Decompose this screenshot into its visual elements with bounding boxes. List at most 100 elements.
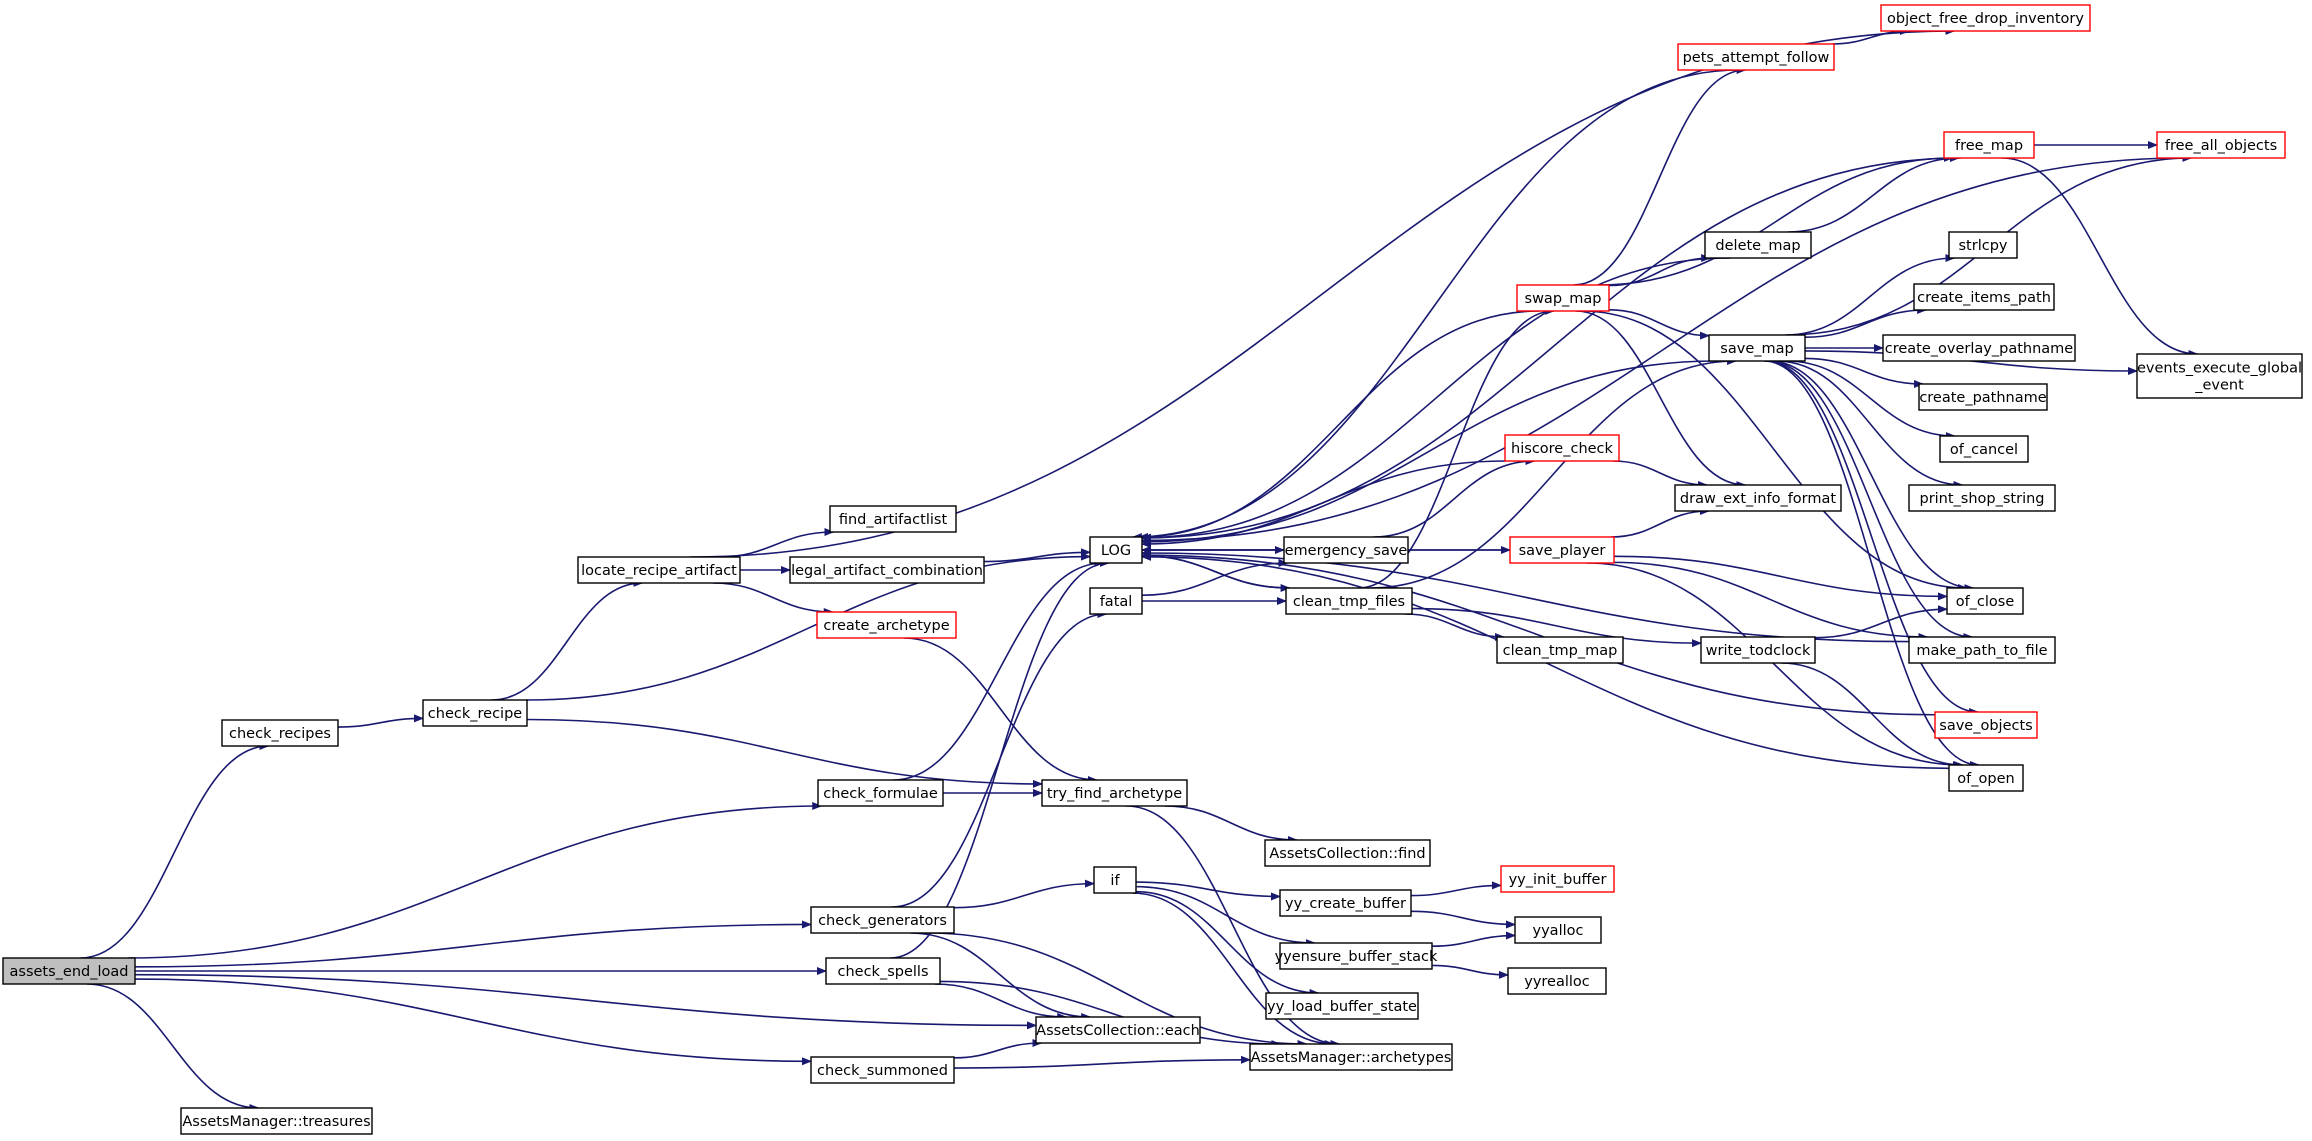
edge-check_spells-to-AssetsCollection_each [934, 983, 1068, 1021]
node-log[interactable]: LOG [1089, 536, 1143, 564]
node-strlcpy[interactable]: strlcpy [1948, 231, 2018, 259]
node-box [1908, 484, 2056, 512]
node-of-open[interactable]: of_open [1948, 764, 2024, 792]
node-hiscore-check[interactable]: hiscore_check [1504, 434, 1620, 462]
node-assetscollection-find[interactable]: AssetsCollection::find [1264, 839, 1431, 867]
node-events-execute-global-event[interactable]: events_execute_global_event [2136, 353, 2303, 399]
node-legal-artifact-combination[interactable]: legal_artifact_combination [789, 556, 985, 584]
node-fatal[interactable]: fatal [1089, 587, 1143, 615]
node-box [1507, 967, 1607, 995]
node-box [1948, 764, 2024, 792]
edge-check_formulae-to-LOG [893, 559, 1105, 781]
node-box [1708, 334, 1806, 362]
node-yyrealloc[interactable]: yyrealloc [1507, 967, 1607, 995]
edge-check_generators-to-if [953, 879, 1095, 909]
node-yy-create-buffer[interactable]: yy_create_buffer [1279, 889, 1412, 917]
node-assetsmanager-treasures[interactable]: AssetsManager::treasures [180, 1107, 373, 1135]
edge-free_map-to-events_execute_global_event [2001, 157, 2199, 358]
node-of-close[interactable]: of_close [1946, 587, 2024, 615]
node-check-summoned[interactable]: check_summoned [810, 1056, 955, 1084]
node-check-spells[interactable]: check_spells [825, 957, 941, 985]
edge-if-to-yyensure_buffer_stack [1135, 885, 1316, 947]
node-save-objects[interactable]: save_objects [1934, 711, 2038, 739]
edge-delete_map-to-LOG [1141, 257, 1731, 542]
node-box [1704, 231, 1812, 259]
node-write-todclock[interactable]: write_todclock [1700, 636, 1816, 664]
node-label: if [1110, 873, 1120, 889]
node-box [1285, 587, 1413, 615]
node-clean-tmp-map[interactable]: clean_tmp_map [1496, 636, 1624, 664]
edge-save_map-to-create_items_path [1804, 306, 1928, 339]
nodes: assets_end_load check_recipes check_recipe… [2, 4, 2303, 1135]
edge-try_find_archetype-to-AssetsCollection_find [1164, 805, 1299, 844]
node-create-items-path[interactable]: create_items_path [1913, 283, 2055, 311]
edge-check_recipe-to-LOG [526, 552, 1091, 701]
node-find-artifactlist[interactable]: find_artifactlist [829, 505, 957, 533]
node-box [1279, 942, 1433, 970]
node-delete-map[interactable]: delete_map [1704, 231, 1812, 259]
node-object-free-drop-inventory[interactable]: object_free_drop_inventory [1880, 4, 2091, 32]
node-print-shop-string[interactable]: print_shop_string [1908, 484, 2056, 512]
edge-save_map-to-LOG [1141, 360, 1716, 546]
node-draw-ext-info-format[interactable]: draw_ext_info_format [1674, 484, 1842, 512]
edge-emergency_save-to-hiscore_check [1373, 457, 1536, 538]
node-label: pets_attempt_follow [1683, 50, 1830, 66]
edge-check_recipes-to-check_recipe [337, 714, 424, 728]
edge-hiscore_check-to-draw_ext_info_format [1612, 460, 1709, 489]
node-label: check_formulae [823, 786, 938, 802]
edge-swap_map-to-pets_attempt_follow [1573, 66, 1747, 286]
node-check-formulae[interactable]: check_formulae [817, 779, 944, 807]
node-label: save_map [1720, 341, 1793, 357]
node-clean-tmp-files[interactable]: clean_tmp_files [1285, 587, 1413, 615]
node-check-generators[interactable]: check_generators [810, 906, 955, 934]
node-label: free_map [1955, 138, 2023, 154]
node-create-overlay-pathname[interactable]: create_overlay_pathname [1882, 334, 2076, 362]
node-label: create_overlay_pathname [1885, 341, 2074, 357]
node-check-recipes[interactable]: check_recipes [221, 719, 339, 747]
node-check-recipe[interactable]: check_recipe [422, 699, 528, 727]
node-swap-map[interactable]: swap_map [1516, 284, 1610, 312]
node-if[interactable]: if [1093, 866, 1137, 894]
node-box [1948, 231, 2018, 259]
node-yyensure-buffer-stack[interactable]: yyensure_buffer_stack [1275, 942, 1438, 970]
node-box [2, 957, 136, 985]
edge-free_all_objects-to-LOG [1141, 157, 2186, 545]
node-emergency-save[interactable]: emergency_save [1283, 536, 1409, 564]
node-box [810, 906, 955, 934]
node-assets-end-load[interactable]: assets_end_load [2, 957, 136, 985]
edge-check_summoned-to-AssetsManager_archetypes [953, 1055, 1251, 1069]
node-save-map[interactable]: save_map [1708, 334, 1806, 362]
node-box [1089, 587, 1143, 615]
node-of-cancel[interactable]: of_cancel [1939, 435, 2029, 463]
edge-if-to-AssetsManager_archetypes [1132, 892, 1335, 1048]
node-try-find-archetype[interactable]: try_find_archetype [1041, 779, 1188, 807]
node-yy-load-buffer-state[interactable]: yy_load_buffer_state [1265, 992, 1419, 1020]
node-label: yyrealloc [1524, 974, 1590, 990]
node-assetscollection-each[interactable]: AssetsCollection::each [1035, 1016, 1201, 1044]
edge-yyensure_buffer_stack-to-yyrealloc [1431, 964, 1509, 979]
node-box [1264, 839, 1431, 867]
node-label: locate_recipe_artifact [581, 563, 737, 579]
edge-write_todclock-to-of_open [1781, 662, 1964, 769]
node-assetsmanager-archetypes[interactable]: AssetsManager::archetypes [1249, 1043, 1453, 1071]
node-box [1496, 636, 1624, 664]
node-make-path-to-file[interactable]: make_path_to_file [1908, 636, 2056, 664]
edge-assets_end_load-to-check_formulae [128, 802, 823, 959]
edge-check_summoned-to-AssetsCollection_each [953, 1039, 1043, 1059]
edge-save_player-to-of_close [1613, 555, 1948, 601]
node-box [816, 611, 957, 639]
edge-swap_map-to-of_close [1581, 310, 1968, 592]
node-yyalloc[interactable]: yyalloc [1514, 916, 1602, 944]
node-yy-init-buffer[interactable]: yy_init_buffer [1500, 865, 1615, 893]
node-save-player[interactable]: save_player [1509, 536, 1615, 564]
node-locate-recipe-artifact[interactable]: locate_recipe_artifact [577, 556, 741, 584]
node-create-pathname[interactable]: create_pathname [1918, 383, 2048, 411]
node-free-all-objects[interactable]: free_all_objects [2156, 131, 2286, 159]
node-create-archetype[interactable]: create_archetype [816, 611, 957, 639]
node-free-map[interactable]: free_map [1943, 131, 2035, 159]
node-label: try_find_archetype [1047, 786, 1182, 802]
node-pets-attempt-follow[interactable]: pets_attempt_follow [1677, 43, 1835, 71]
node-label: of_open [1957, 771, 2014, 787]
node-box [2156, 131, 2286, 159]
edge-save_player-to-draw_ext_info_format [1610, 507, 1710, 538]
